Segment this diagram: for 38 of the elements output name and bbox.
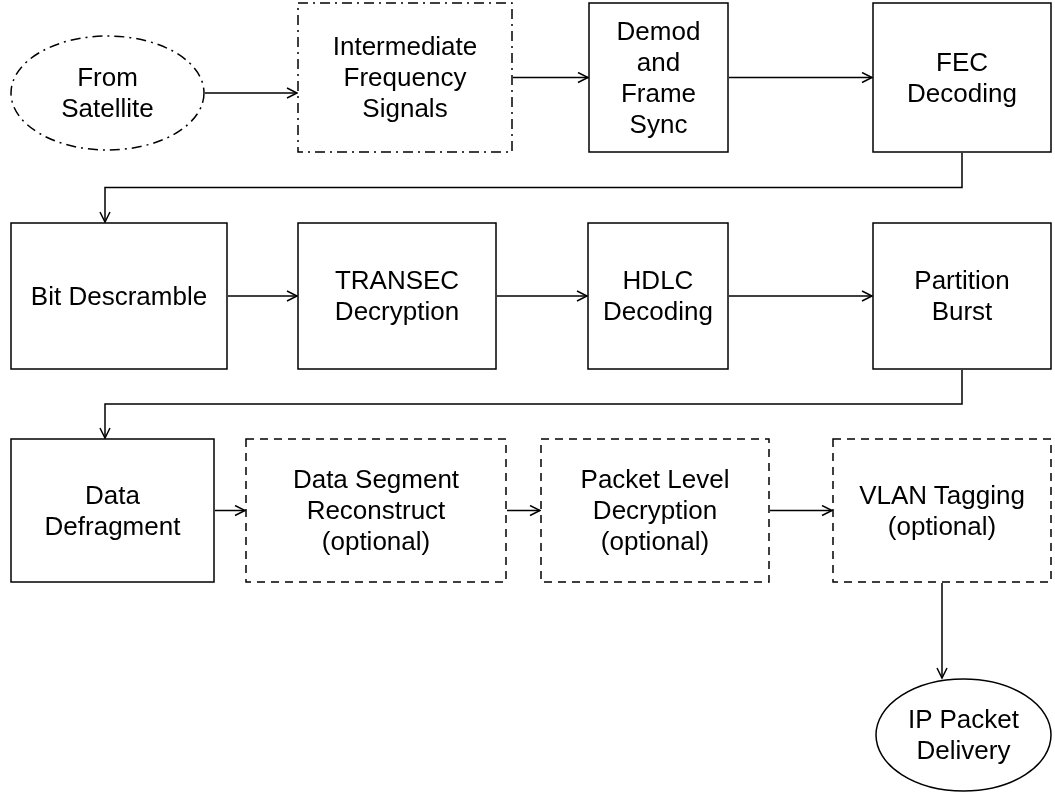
arrow [204,87,298,99]
process-box [832,438,1052,583]
node-label: HDLC Decoding [602,265,714,327]
arrow [728,290,873,302]
terminal-ellipse [875,678,1052,792]
terminal-ellipse [10,35,205,151]
node-label: IP Packet Delivery [907,704,1020,766]
arrow [99,369,963,439]
node-label: Packet Level Decryption (optional) [579,464,731,557]
node-label: Intermediate Frequency Signals [331,31,479,124]
process-box [10,438,215,583]
process-box [872,2,1052,153]
arrow [512,71,589,84]
arrow [99,152,963,223]
process-box [588,2,729,153]
node-label: TRANSEC Decryption [333,265,461,327]
node-label: Data Segment Reconstruct (optional) [291,464,461,557]
node-label: Partition Burst [913,265,1011,327]
arrow [496,290,588,302]
process-box [587,222,729,370]
node-label: VLAN Tagging (optional) [858,479,1026,542]
arrow [506,504,541,517]
process-box [297,222,497,370]
arrow [728,71,873,84]
node-label: FEC Decoding [906,46,1018,109]
arrow [936,582,948,679]
node-label: From Satellite [60,62,155,124]
arrow [214,504,246,517]
node-label: Bit Descramble [30,280,208,312]
process-box [872,222,1052,370]
process-box [245,438,507,583]
node-label: Demod and Frame Sync [615,15,702,140]
arrow [769,504,833,517]
process-box [297,2,513,153]
arrow [227,290,298,302]
process-box [10,222,228,370]
process-box [540,438,770,583]
node-label: Data Defragment [43,479,182,542]
